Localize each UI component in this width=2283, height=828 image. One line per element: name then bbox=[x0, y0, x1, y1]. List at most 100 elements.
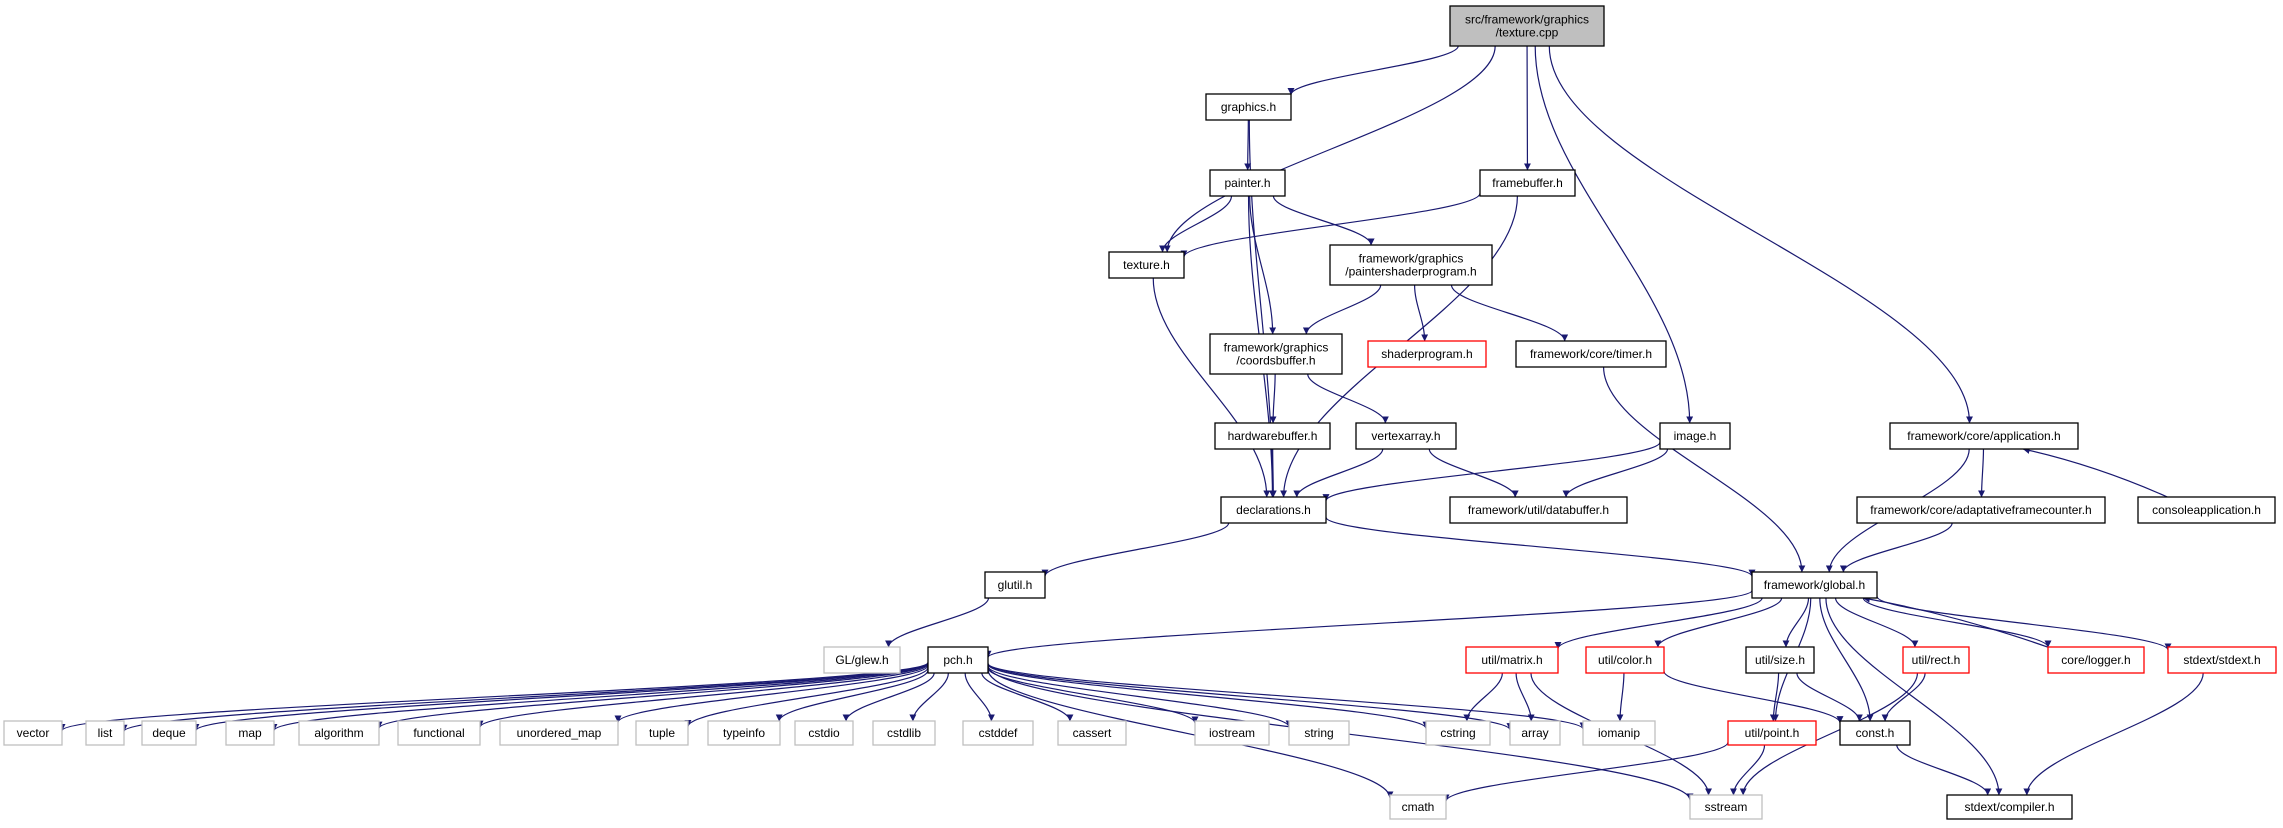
node-adaptativeframecounter-h[interactable]: framework/core/adaptativeframecounter.h bbox=[1856, 496, 2106, 524]
node-box bbox=[984, 571, 1046, 599]
edge-glutil-h-to-glew-h bbox=[885, 597, 990, 648]
node-box bbox=[1515, 340, 1667, 368]
edge-hardwarebuffer-h-to-declarations-h bbox=[1269, 448, 1277, 498]
node-coordsbuffer-h[interactable]: framework/graphics/coordsbuffer.h bbox=[1209, 333, 1343, 375]
node-label: deque bbox=[152, 726, 186, 740]
node-declarations-h[interactable]: declarations.h bbox=[1220, 496, 1327, 524]
node-label: src/framework/graphics bbox=[1465, 13, 1589, 27]
edge-global-h-to-rect-h bbox=[1834, 597, 1919, 648]
edge-root-to-application-h bbox=[1548, 45, 1973, 424]
node-label: map bbox=[238, 726, 262, 740]
node-label: iomanip bbox=[1598, 726, 1640, 740]
node-box bbox=[1659, 422, 1731, 450]
node-label: pch.h bbox=[943, 653, 972, 667]
node-rect-h[interactable]: util/rect.h bbox=[1902, 646, 1970, 674]
edge-global-h-to-compiler-h bbox=[1825, 597, 2003, 796]
node-graphics-h[interactable]: graphics.h bbox=[1205, 93, 1292, 121]
node-cmath: cmath bbox=[1389, 794, 1447, 820]
node-label: typeinfo bbox=[723, 726, 765, 740]
edge-pch-h-to-functional bbox=[476, 663, 929, 728]
node-box bbox=[1288, 720, 1350, 746]
node-box bbox=[1194, 720, 1270, 746]
node-image-h[interactable]: image.h bbox=[1659, 422, 1731, 450]
node-box bbox=[1582, 720, 1656, 746]
node-label: texture.h bbox=[1123, 258, 1170, 272]
edges-layer bbox=[58, 45, 2204, 802]
node-glutil-h[interactable]: glutil.h bbox=[984, 571, 1046, 599]
node-point-h[interactable]: util/point.h bbox=[1727, 720, 1817, 746]
node-stdext-h[interactable]: stdext/stdext.h bbox=[2167, 646, 2277, 674]
edge-vertexarray-h-to-databuffer-h bbox=[1428, 448, 1519, 498]
node-box bbox=[2047, 646, 2145, 674]
node-label: framework/core/adaptativeframecounter.h bbox=[1870, 503, 2091, 517]
node-box bbox=[927, 646, 989, 674]
edge-image-h-to-declarations-h bbox=[1322, 441, 1661, 502]
node-root[interactable]: src/framework/graphics/texture.cpp bbox=[1449, 5, 1605, 47]
node-box bbox=[1509, 720, 1561, 746]
node-const-h[interactable]: const.h bbox=[1839, 720, 1911, 746]
node-texture-h[interactable]: texture.h bbox=[1108, 251, 1185, 279]
node-label: cmath bbox=[1402, 800, 1435, 814]
node-consoleapplication-h[interactable]: consoleapplication.h bbox=[2137, 496, 2276, 524]
node-label: cassert bbox=[1073, 726, 1112, 740]
node-list: list bbox=[85, 720, 125, 746]
node-deque: deque bbox=[141, 720, 197, 746]
node-box bbox=[225, 720, 275, 746]
node-label: framework/graphics bbox=[1359, 252, 1464, 266]
node-color-h[interactable]: util/color.h bbox=[1585, 646, 1665, 674]
node-databuffer-h[interactable]: framework/util/databuffer.h bbox=[1449, 496, 1628, 524]
node-framebuffer-h[interactable]: framebuffer.h bbox=[1479, 169, 1576, 197]
node-timer-h[interactable]: framework/core/timer.h bbox=[1515, 340, 1667, 368]
edge-pch-h-to-cstdlib bbox=[909, 672, 949, 722]
node-compiler-h[interactable]: stdext/compiler.h bbox=[1946, 794, 2073, 820]
edge-color-h-to-const-h bbox=[1663, 671, 1844, 724]
edge-painter-h-to-coordsbuffer-h bbox=[1249, 195, 1277, 335]
node-glew-h: GL/glew.h bbox=[823, 646, 901, 674]
node-label: vector bbox=[17, 726, 50, 740]
node-label: iostream bbox=[1209, 726, 1255, 740]
edge-painter-h-to-texture-h bbox=[1159, 195, 1233, 253]
node-label: shaderprogram.h bbox=[1381, 347, 1472, 361]
node-label: cstdlib bbox=[887, 726, 921, 740]
node-box bbox=[1220, 496, 1327, 524]
edge-pch-h-to-iostream bbox=[987, 667, 1199, 724]
node-vertexarray-h[interactable]: vertexarray.h bbox=[1355, 422, 1457, 450]
node-global-h[interactable]: framework/global.h bbox=[1751, 571, 1878, 599]
node-paintershaderprogram-h[interactable]: framework/graphics/paintershaderprogram.… bbox=[1329, 244, 1493, 286]
node-logger-h[interactable]: core/logger.h bbox=[2047, 646, 2145, 674]
node-label: core/logger.h bbox=[2061, 653, 2130, 667]
node-box bbox=[1355, 422, 1457, 450]
node-box bbox=[1585, 646, 1665, 674]
node-application-h[interactable]: framework/core/application.h bbox=[1889, 422, 2079, 450]
node-box bbox=[635, 720, 689, 746]
node-label: framework/util/databuffer.h bbox=[1468, 503, 1609, 517]
node-box bbox=[1751, 571, 1878, 599]
edge-pch-h-to-cstring bbox=[987, 663, 1430, 729]
node-box bbox=[141, 720, 197, 746]
node-box bbox=[1108, 251, 1185, 279]
node-shaderprogram-h[interactable]: shaderprogram.h bbox=[1367, 340, 1487, 368]
node-box bbox=[1449, 5, 1605, 47]
node-box bbox=[1449, 496, 1628, 524]
node-label: declarations.h bbox=[1236, 503, 1311, 517]
node-pch-h[interactable]: pch.h bbox=[927, 646, 989, 674]
node-matrix-h[interactable]: util/matrix.h bbox=[1465, 646, 1559, 674]
edge-pch-h-to-deque bbox=[192, 662, 929, 732]
node-box bbox=[1465, 646, 1559, 674]
node-label: sstream bbox=[1705, 800, 1748, 814]
node-cstring: cstring bbox=[1425, 720, 1491, 746]
edge-pch-h-to-iomanip bbox=[987, 662, 1587, 730]
node-label: array bbox=[1521, 726, 1548, 740]
node-box bbox=[499, 720, 619, 746]
node-hardwarebuffer-h[interactable]: hardwarebuffer.h bbox=[1214, 422, 1331, 450]
edge-size-h-to-point-h bbox=[1769, 672, 1780, 722]
edge-vertexarray-h-to-declarations-h bbox=[1293, 448, 1384, 498]
node-cstdio: cstdio bbox=[794, 720, 854, 746]
edge-paintershaderprogram-h-to-shaderprogram-h bbox=[1414, 284, 1429, 342]
node-iomanip: iomanip bbox=[1582, 720, 1656, 746]
node-size-h[interactable]: util/size.h bbox=[1745, 646, 1815, 674]
edge-graphics-h-to-painter-h bbox=[1244, 119, 1252, 171]
node-painter-h[interactable]: painter.h bbox=[1209, 169, 1286, 197]
node-box bbox=[3, 720, 63, 746]
node-box bbox=[1425, 720, 1491, 746]
